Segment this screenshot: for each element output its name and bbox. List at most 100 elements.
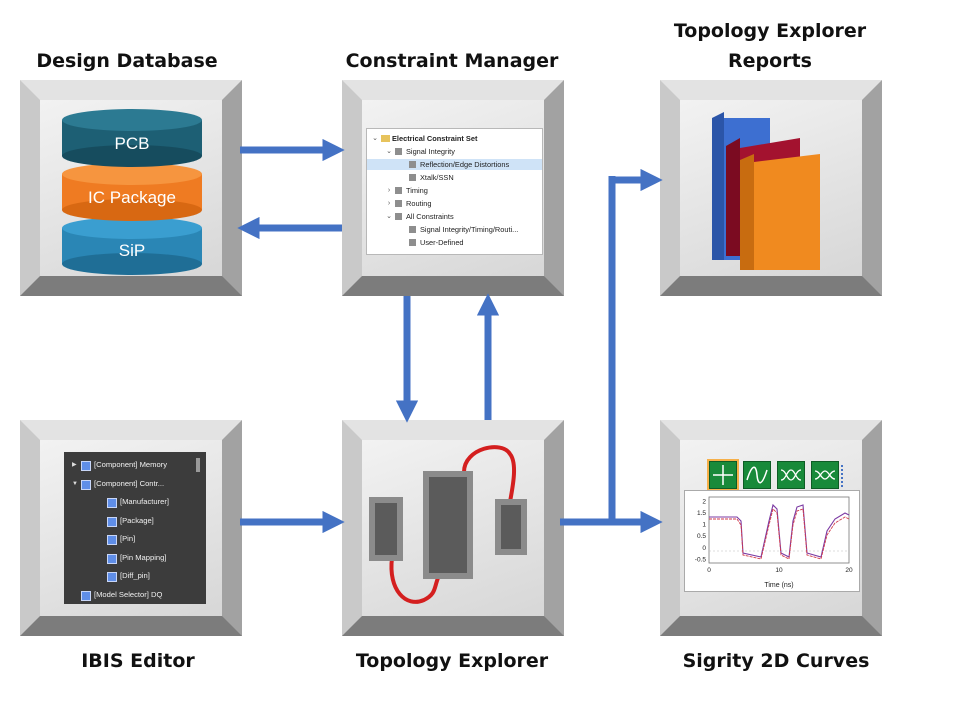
constraint-tree-label: All Constraints xyxy=(406,212,454,221)
topology-schematic xyxy=(369,445,527,604)
pcb-layer: PCB xyxy=(62,109,202,167)
ibis-tree-item[interactable]: [Package] xyxy=(64,514,206,528)
x-tick-label: 10 xyxy=(775,567,783,574)
constraint-tree-label: Reflection/Edge Distortions xyxy=(420,160,510,169)
ibis-keyword-icon xyxy=(81,479,91,490)
constraint-icon xyxy=(409,226,416,233)
expand-toggle-icon[interactable]: ⌄ xyxy=(386,148,392,155)
expand-toggle-icon[interactable]: ▶ xyxy=(72,462,77,468)
y-tick-label: 0 xyxy=(702,545,706,552)
constraint-icon xyxy=(409,174,416,181)
ic-package-label: IC Package xyxy=(88,188,176,207)
topology-reports-label-line2: Reports xyxy=(728,50,812,72)
ibis-tree-item[interactable]: [Diff_pin] xyxy=(64,569,206,583)
trace-left xyxy=(389,557,440,604)
sip-label: SiP xyxy=(118,241,146,260)
ibis-tree-panel: ▶ [Component] Memory ▼ [Component] Contr...… xyxy=(64,452,206,604)
eye-diagram-tool-button[interactable] xyxy=(777,461,805,489)
ibis-tree-item[interactable]: [Manufacturer] xyxy=(64,495,206,509)
ibis-tree-item[interactable]: ▼ [Component] Contr... xyxy=(64,477,206,491)
constraint-tree-label: Signal Integrity xyxy=(406,147,455,156)
constraint-icon xyxy=(395,213,402,220)
constraint-icon xyxy=(395,148,402,155)
constraint-tree-item[interactable]: Xtalk/SSN xyxy=(367,172,542,183)
constraint-icon xyxy=(395,187,402,194)
constraint-tree-label: Xtalk/SSN xyxy=(420,173,454,182)
ibis-tree-item[interactable]: ▶ [Component] Memory xyxy=(64,458,206,472)
y-tick-label: 1 xyxy=(702,522,706,529)
constraint-tree-label: Electrical Constraint Set xyxy=(392,134,478,143)
ibis-tree-label: [Component] Contr... xyxy=(94,478,165,488)
constraint-tree-label: Signal Integrity/Timing/Routi... xyxy=(420,225,519,234)
constraint-tree-item[interactable]: ⌄ Signal Integrity xyxy=(367,146,542,157)
wave-tool-button[interactable] xyxy=(743,461,771,489)
toolbar-overflow-icon[interactable] xyxy=(841,465,847,487)
component-right[interactable] xyxy=(495,499,527,555)
constraint-tree-label: User-Defined xyxy=(420,238,464,247)
ibis-keyword-icon xyxy=(107,516,117,527)
ibis-keyword-icon xyxy=(107,535,117,545)
constraint-tree-item[interactable]: User-Defined xyxy=(367,237,542,248)
sip-layer: SiP xyxy=(62,217,202,275)
expand-toggle-icon[interactable]: ▼ xyxy=(72,480,78,487)
constraint-tree-item[interactable]: Signal Integrity/Timing/Routi... xyxy=(367,224,542,235)
eye-overlay-tool-button[interactable] xyxy=(811,461,839,489)
ibis-keyword-icon xyxy=(107,553,117,564)
constraint-tree-item[interactable]: › Routing xyxy=(367,198,542,209)
ibis-editor-label: IBIS Editor xyxy=(81,650,195,672)
ibis-keyword-icon xyxy=(107,572,117,582)
constraint-icon xyxy=(409,239,416,246)
topology-reports-label-line1: Topology Explorer xyxy=(673,20,867,42)
expand-toggle-icon[interactable]: › xyxy=(387,200,391,207)
expand-toggle-icon[interactable]: ⌄ xyxy=(386,213,392,220)
ibis-tree-label: [Model Selector] DQ xyxy=(94,589,163,599)
ibis-tree-label: [Pin] xyxy=(120,534,136,543)
constraint-tree-item[interactable]: ⌄ Electrical Constraint Set xyxy=(367,133,542,144)
y-tick-label: -0.5 xyxy=(695,556,707,563)
component-center[interactable] xyxy=(423,471,473,579)
y-tick-label: 0.5 xyxy=(697,533,706,540)
ic-package-layer: IC Package xyxy=(62,163,202,221)
y-tick-label: 2 xyxy=(702,498,706,505)
ibis-keyword-icon xyxy=(107,498,117,508)
y-tick-label: 1.5 xyxy=(697,510,706,517)
ibis-tree-item[interactable]: [Pin Mapping] xyxy=(64,551,206,565)
constraint-tree-panel: ⌄Electrical Constraint Set⌄Signal Integr… xyxy=(366,128,543,255)
ibis-tree-label: [Pin Mapping] xyxy=(120,552,167,562)
crosshair-tool-button[interactable] xyxy=(707,459,739,491)
constraint-tree-label: Routing xyxy=(406,199,432,208)
expand-toggle-icon[interactable]: ⌄ xyxy=(372,135,378,142)
constraint-icon xyxy=(395,200,402,207)
x-tick-label: 0 xyxy=(707,567,711,574)
x-axis-label: Time (ns) xyxy=(764,582,793,589)
trace-right xyxy=(462,445,517,503)
ibis-scrollbar[interactable] xyxy=(196,458,200,472)
report-documents xyxy=(712,112,820,270)
ibis-tree-item[interactable]: [Pin] xyxy=(64,532,206,546)
constraint-tree-item[interactable]: › Timing xyxy=(367,185,542,196)
constraint-manager-label: Constraint Manager xyxy=(345,50,559,72)
waveform-red xyxy=(709,508,850,560)
ibis-keyword-icon xyxy=(81,461,91,471)
constraint-tree-item[interactable]: ⌄ All Constraints xyxy=(367,211,542,222)
expand-toggle-icon[interactable]: › xyxy=(387,187,391,194)
ibis-tree-label: [Component] Memory xyxy=(94,460,168,469)
database-stack: SiP IC Package PCB xyxy=(40,105,220,275)
constraint-icon xyxy=(409,161,416,168)
report-document-orange xyxy=(740,154,820,270)
ibis-keyword-icon xyxy=(81,590,91,601)
topology-explorer-label: Topology Explorer xyxy=(355,650,549,672)
ibis-tree-label: [Package] xyxy=(120,515,154,525)
constraint-tree-item[interactable]: Reflection/Edge Distortions xyxy=(367,159,542,170)
ibis-tree-label: [Manufacturer] xyxy=(120,497,169,506)
ibis-tree-item[interactable]: [Model Selector] DQ xyxy=(64,588,206,602)
ibis-tree-label: [Diff_pin] xyxy=(120,571,150,580)
constraint-tree-label: Timing xyxy=(406,186,428,195)
design-database-label: Design Database xyxy=(36,50,218,72)
x-tick-label: 20 xyxy=(845,567,853,574)
folder-icon xyxy=(381,135,390,142)
sigrity-label: Sigrity 2D Curves xyxy=(682,650,870,672)
component-left[interactable] xyxy=(369,497,403,561)
pcb-label: PCB xyxy=(114,134,150,153)
